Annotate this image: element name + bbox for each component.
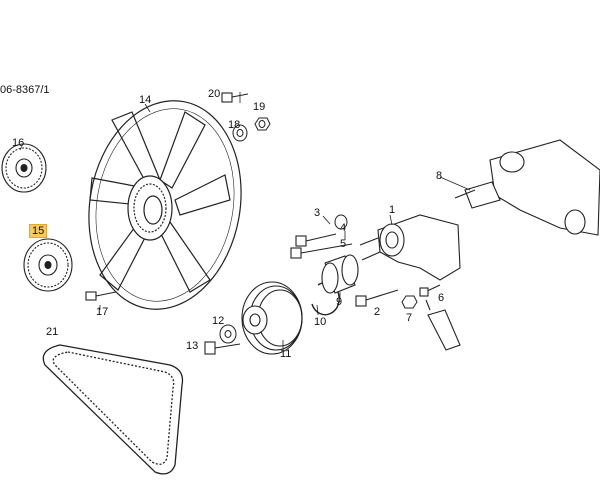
part-number-13: 13 xyxy=(186,340,199,352)
bolt-20 xyxy=(221,92,249,103)
bolt-13 xyxy=(204,341,241,355)
sealant-tube xyxy=(425,299,461,351)
part-number-8: 8 xyxy=(436,170,443,182)
bolt-17 xyxy=(85,291,117,301)
part-number-17: 17 xyxy=(96,306,109,318)
part-number-11: 11 xyxy=(280,348,292,360)
viscous-clutch-16 xyxy=(1,143,47,193)
part-number-16: 16 xyxy=(12,137,25,149)
bolt-2 xyxy=(355,289,399,307)
washer-12 xyxy=(219,324,237,344)
part-number-2: 2 xyxy=(374,306,381,318)
part-number-4: 4 xyxy=(340,222,347,234)
bolt-4 xyxy=(290,243,353,259)
nut-19 xyxy=(254,117,271,131)
bracket-8 xyxy=(454,139,600,236)
part-number-14: 14 xyxy=(139,94,152,106)
part-number-7: 7 xyxy=(406,312,413,324)
washer-5 xyxy=(334,214,348,230)
part-number-3: 3 xyxy=(314,207,321,219)
part-number-1: 1 xyxy=(389,204,396,216)
pulley-11 xyxy=(241,281,303,355)
part-number-9: 9 xyxy=(336,296,343,308)
part-number-12: 12 xyxy=(212,315,225,327)
part-number-19: 19 xyxy=(253,101,266,113)
part-number-6: 6 xyxy=(438,292,445,304)
viscous-clutch-15 xyxy=(23,238,73,292)
part-number-5: 5 xyxy=(340,238,347,250)
diagram-reference-code: 06-8367/1 xyxy=(0,84,50,96)
part-number-18: 18 xyxy=(228,119,241,131)
bolt-3 xyxy=(295,233,337,247)
leader-lines xyxy=(19,92,471,348)
bearing-9 xyxy=(321,254,359,294)
part-number-15-highlighted[interactable]: 15 xyxy=(29,224,48,238)
washer-18 xyxy=(232,124,248,142)
stud-6 xyxy=(419,284,441,297)
part-number-20: 20 xyxy=(208,88,221,100)
part-number-21: 21 xyxy=(46,326,59,338)
part-number-10: 10 xyxy=(314,316,327,328)
housing-1 xyxy=(359,214,461,281)
drive-belt-21 xyxy=(42,344,184,475)
nut-7 xyxy=(401,295,418,309)
fan-assembly xyxy=(88,100,242,310)
